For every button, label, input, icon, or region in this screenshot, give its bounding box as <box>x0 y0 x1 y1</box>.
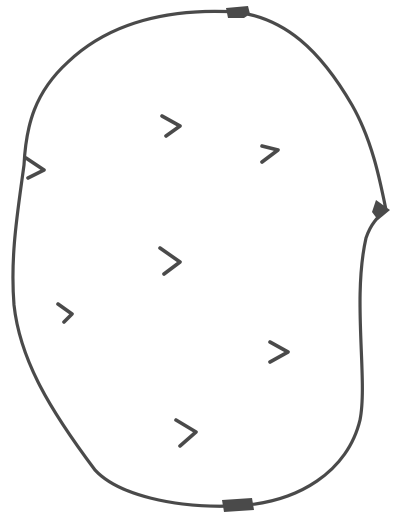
interior-chevron <box>160 248 180 274</box>
closed-loop-outline <box>13 11 386 506</box>
interior-chevron <box>58 304 72 322</box>
right-arrow-mark <box>372 200 390 220</box>
top-arrow-mark <box>226 6 250 18</box>
interior-chevron <box>270 342 288 362</box>
interior-chevron <box>262 146 278 162</box>
interior-chevron <box>162 116 180 136</box>
interior-chevron <box>176 420 196 446</box>
bottom-arrow-mark <box>222 498 254 512</box>
left-arrow-mark <box>26 158 44 178</box>
